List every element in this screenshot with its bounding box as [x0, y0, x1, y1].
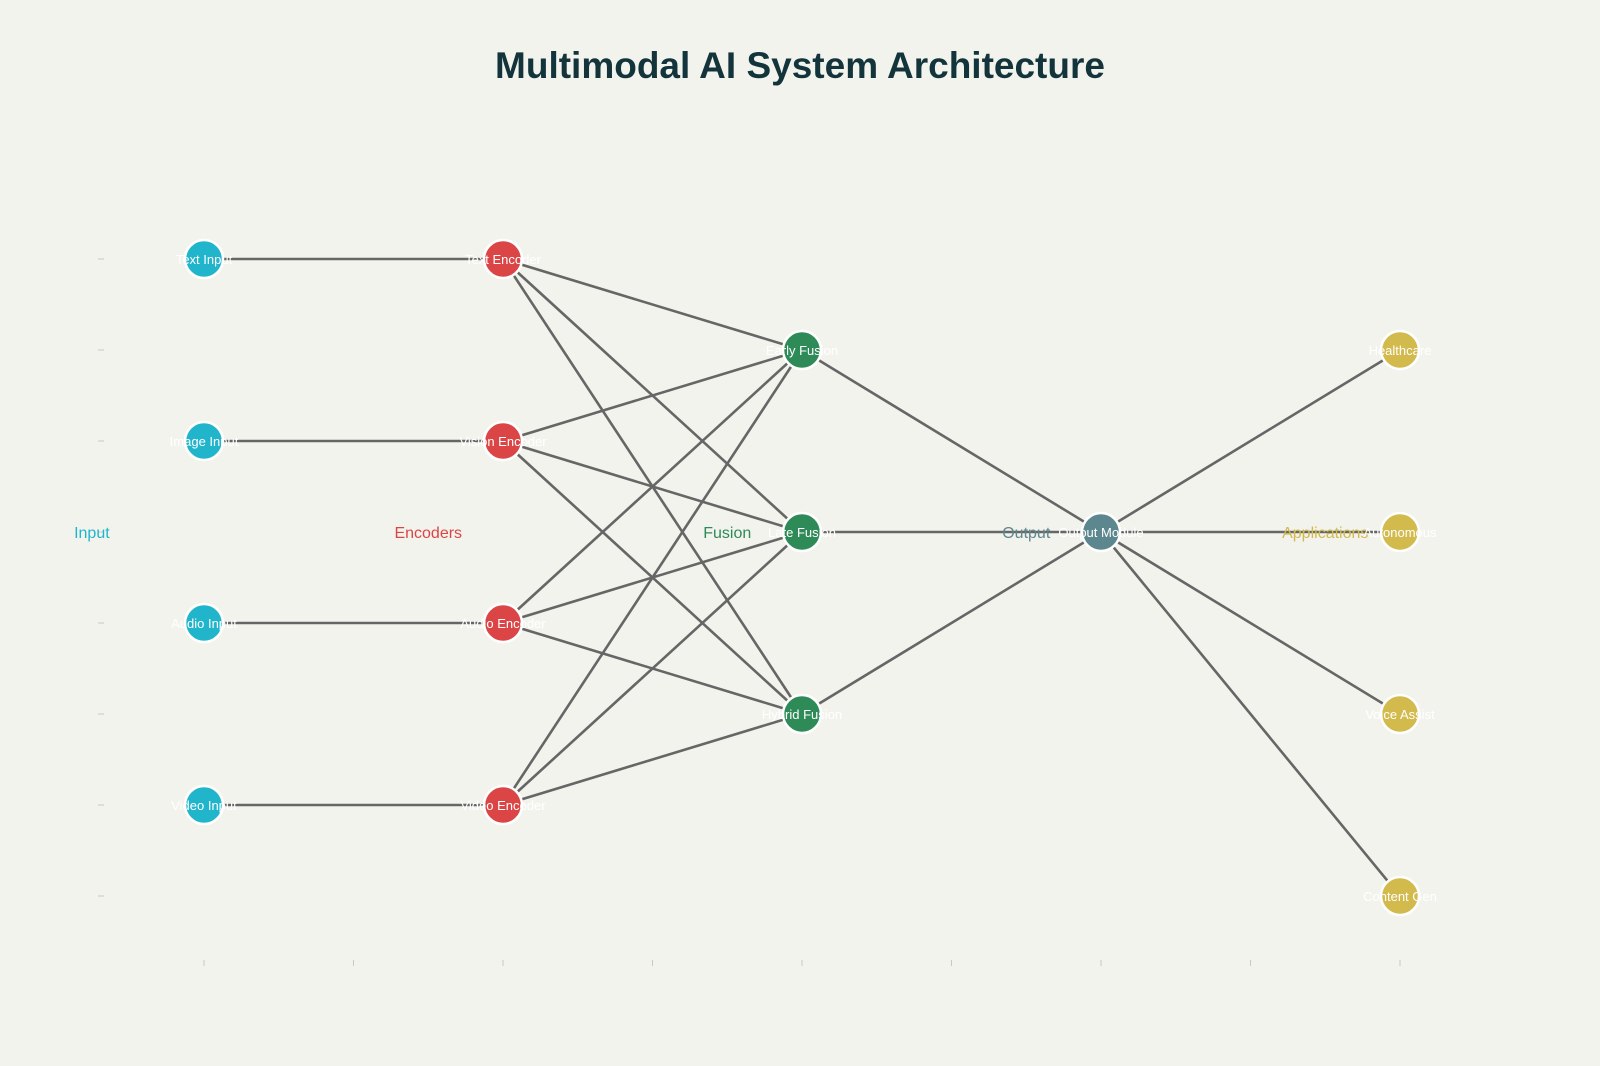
node-circle[interactable] — [183, 602, 225, 644]
edge-vision_encoder-to-early_fusion — [502, 348, 803, 443]
node-circle[interactable] — [1379, 511, 1421, 553]
node-label: Audio Input — [171, 616, 237, 631]
node-image_input[interactable]: Image Input — [170, 420, 239, 462]
node-circle[interactable] — [482, 420, 524, 462]
node-hybrid_fusion[interactable]: Hybrid Fusion — [762, 693, 842, 735]
node-vision_encoder[interactable]: Vision Encoder — [459, 420, 547, 462]
node-text_encoder[interactable]: Text Encoder — [465, 238, 542, 280]
node-text_input[interactable]: Text Input — [176, 238, 233, 280]
diagram-title: Multimodal AI System Architecture — [495, 45, 1105, 86]
edge-output_module-to-healthcare — [1100, 348, 1401, 534]
node-label: Early Fusion — [766, 343, 838, 358]
node-label: Autonomous — [1364, 525, 1437, 540]
edge-video_encoder-to-early_fusion — [501, 349, 804, 806]
node-video_input[interactable]: Video Input — [171, 784, 237, 826]
edge-output_module-to-voice_assist — [1100, 530, 1401, 716]
node-label: Healthcare — [1369, 343, 1432, 358]
node-label: Content Gen — [1363, 889, 1437, 904]
node-label: Voice Assist — [1365, 707, 1435, 722]
edge-layer — [204, 257, 1402, 897]
node-label: Video Encoder — [460, 798, 546, 813]
axis-ticks — [98, 258, 1401, 966]
node-label: Image Input — [170, 434, 239, 449]
node-late_fusion[interactable]: Late Fusion — [768, 511, 836, 553]
node-label: Output Module — [1058, 525, 1143, 540]
stage-label-encoders: Encoders — [394, 525, 462, 542]
node-audio_input[interactable]: Audio Input — [171, 602, 237, 644]
node-circle[interactable] — [183, 238, 225, 280]
node-circle[interactable] — [183, 784, 225, 826]
node-circle[interactable] — [183, 420, 225, 462]
node-voice_assist[interactable]: Voice Assist — [1365, 693, 1435, 735]
node-video_encoder[interactable]: Video Encoder — [460, 784, 546, 826]
edge-hybrid_fusion-to-output_module — [801, 530, 1102, 716]
node-label: Vision Encoder — [459, 434, 547, 449]
edge-text_encoder-to-early_fusion — [502, 257, 803, 352]
node-circle[interactable] — [1379, 693, 1421, 735]
node-label: Late Fusion — [768, 525, 836, 540]
node-circle[interactable] — [1080, 511, 1122, 553]
edge-audio_encoder-to-early_fusion — [502, 349, 803, 624]
node-audio_encoder[interactable]: Audio Encoder — [460, 602, 546, 644]
node-circle[interactable] — [1379, 329, 1421, 371]
stage-label-fusion: Fusion — [703, 525, 751, 542]
node-output_module[interactable]: Output Module — [1058, 511, 1144, 553]
edge-output_module-to-content_gen — [1099, 531, 1402, 897]
node-circle[interactable] — [781, 693, 823, 735]
node-content_gen[interactable]: Content Gen — [1363, 875, 1437, 917]
edge-video_encoder-to-hybrid_fusion — [502, 712, 803, 807]
edge-early_fusion-to-output_module — [801, 348, 1102, 534]
node-label: Text Encoder — [465, 252, 542, 267]
stage-label-input: Input — [74, 525, 110, 542]
node-label: Text Input — [176, 252, 233, 267]
node-circle[interactable] — [482, 784, 524, 826]
node-healthcare[interactable]: Healthcare — [1369, 329, 1432, 371]
stage-label-applications: Applications — [1282, 525, 1368, 542]
node-circle[interactable] — [482, 238, 524, 280]
stage-label-output: Output — [1002, 525, 1051, 542]
node-label: Audio Encoder — [460, 616, 546, 631]
node-early_fusion[interactable]: Early Fusion — [766, 329, 838, 371]
node-autonomous[interactable]: Autonomous — [1364, 511, 1437, 553]
node-label: Hybrid Fusion — [762, 707, 842, 722]
edge-video_encoder-to-late_fusion — [502, 531, 803, 806]
node-circle[interactable] — [1379, 875, 1421, 917]
node-circle[interactable] — [482, 602, 524, 644]
node-circle[interactable] — [781, 511, 823, 553]
node-label: Video Input — [171, 798, 237, 813]
stage-labels: Input Encoders Fusion Output Applications — [74, 525, 1368, 542]
node-circle[interactable] — [781, 329, 823, 371]
